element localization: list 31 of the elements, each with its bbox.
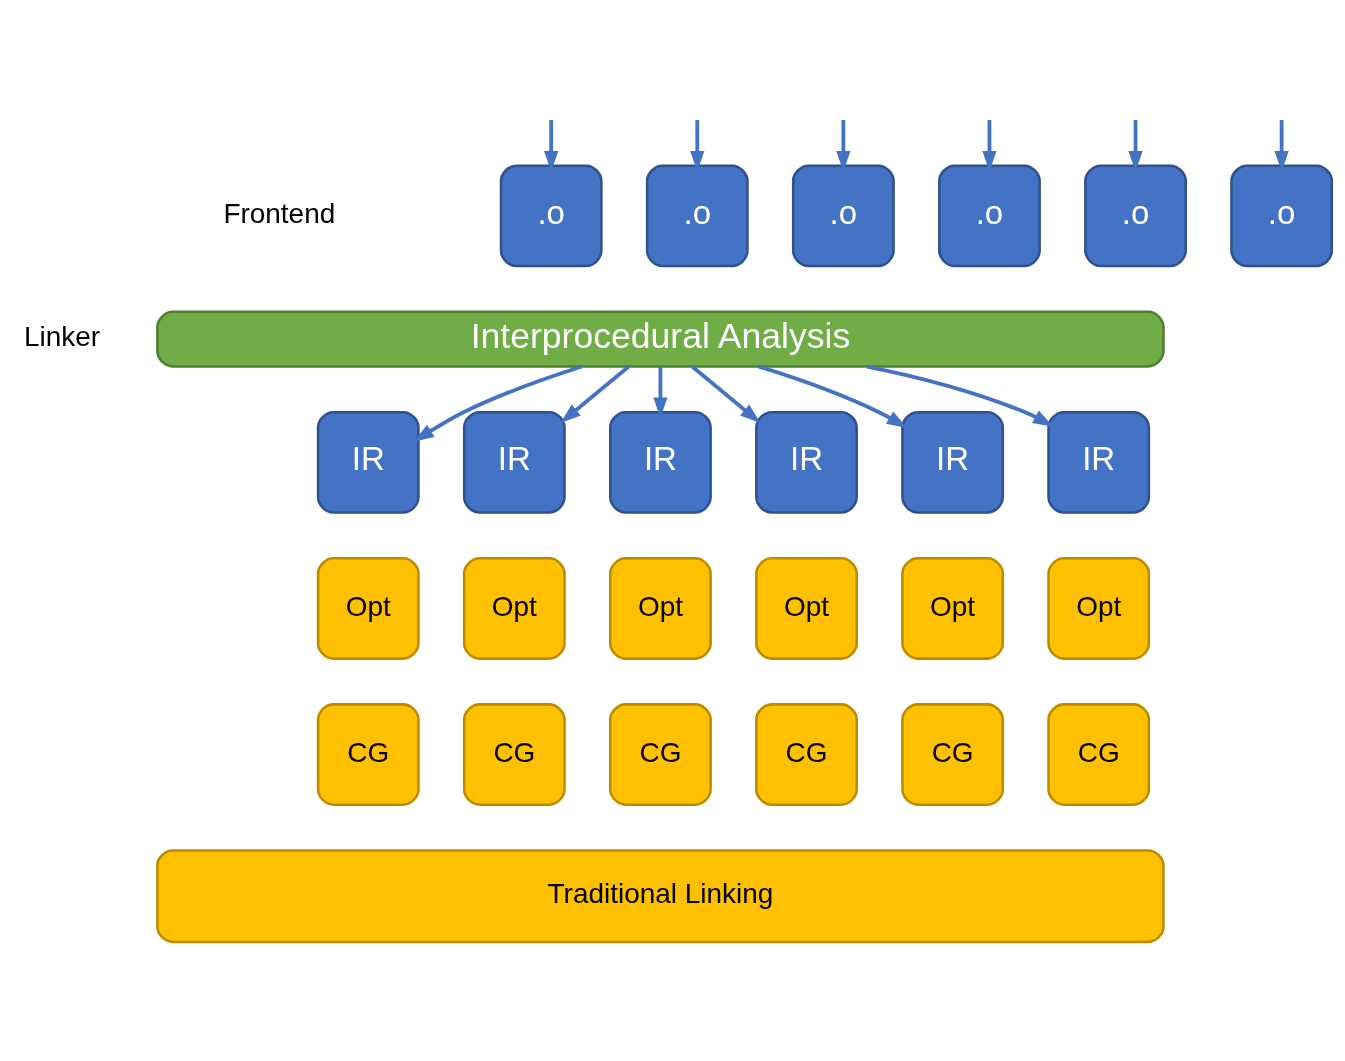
node-box: .o [791,164,895,268]
node-box: IR [755,410,858,514]
node-box: IR [901,410,1005,514]
node-box: CG [462,703,566,806]
node-box: IR [1047,410,1151,514]
node-box: Interprocedural Analysis [156,310,1165,368]
node-box: .o [499,164,603,268]
node-box: Opt [462,557,566,660]
node-box: CG [316,703,420,806]
node-box: .o [938,164,1041,268]
label: Linker [24,321,101,353]
arrow [690,365,761,423]
node-box: Opt [609,557,712,660]
node-box: CG [755,703,858,806]
node-box: .o [1084,164,1187,268]
node-box: Opt [316,557,420,660]
node-box: IR [609,410,712,514]
node-box: CG [609,703,712,806]
node-box: .o [645,164,749,268]
node-box: Opt [1047,557,1151,660]
node-box: Opt [755,557,858,660]
label: Frontend [223,198,336,230]
node-box: IR [316,410,420,514]
arrow [866,364,1054,427]
node-box: .o [1230,164,1334,268]
node-box: IR [462,410,566,514]
node-box: Opt [901,557,1005,660]
node-box: CG [901,703,1005,806]
node-box: Traditional Linking [156,849,1165,944]
node-box: CG [1047,703,1151,806]
arrow [560,365,630,423]
